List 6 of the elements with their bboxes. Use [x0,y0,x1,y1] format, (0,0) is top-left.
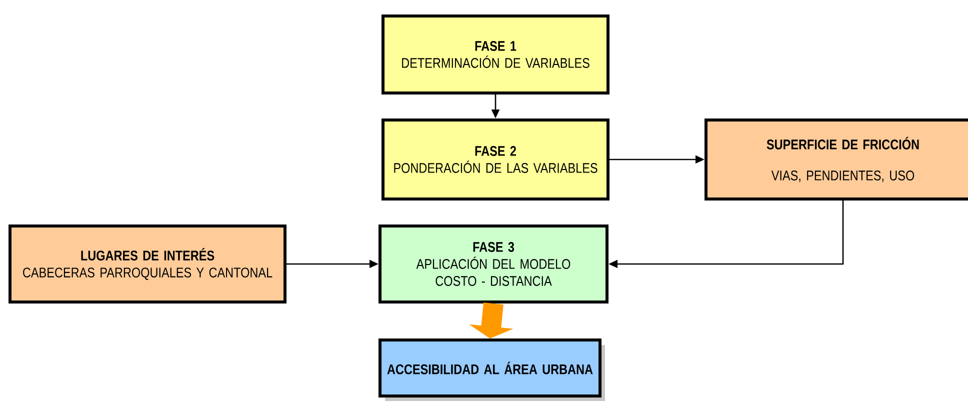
input-box: LUGARES DE INTERÉS CABECERAS PARROQUIALES Y CANTONAL [8,224,286,304]
result-box: ACCESIBILIDAD AL ÁREA URBANA [378,338,605,401]
process-box: FASE 2 PONDERACIÓN DE LAS VARIABLES [382,118,610,200]
process-box: FASE 3 APLICACIÓN DEL MODELO COSTO - DISTANCIA [378,224,608,304]
input-box: SUPERFICIE DE FRICCIÓN VIAS, PENDIENTES, USO [704,118,968,200]
process-box: FASE 1 DETERMINACIÓN DE VARIABLES [382,14,610,94]
